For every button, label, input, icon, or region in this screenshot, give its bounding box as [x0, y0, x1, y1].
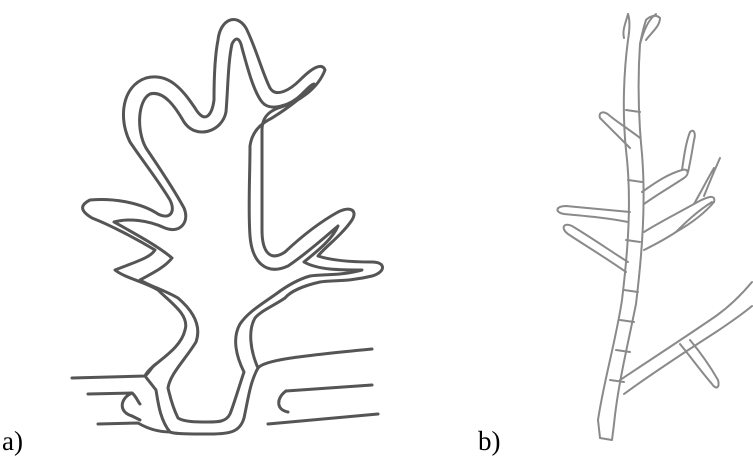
filament-branch-lower-right — [620, 282, 752, 394]
base-layer-bracket-right — [279, 391, 288, 412]
panel-a-label: a) — [2, 428, 23, 455]
filament-branch-left-long — [557, 206, 630, 222]
filament-branch-lower-right-sub — [680, 340, 719, 387]
filament-branch-right — [644, 197, 714, 250]
panel-b-drawing — [557, 14, 752, 440]
filament-branch-upper-right — [642, 131, 695, 204]
base-layer-upper — [72, 349, 372, 378]
filament-base — [598, 420, 614, 440]
panel-a-drawing — [72, 19, 383, 434]
filament-branch-left-lower — [564, 225, 628, 272]
outgrowth-inner-outline — [114, 39, 362, 422]
panel-b-label: b) — [478, 428, 501, 455]
filament-main-stem-right — [614, 20, 646, 424]
filament-branch-upper-left — [600, 112, 640, 148]
